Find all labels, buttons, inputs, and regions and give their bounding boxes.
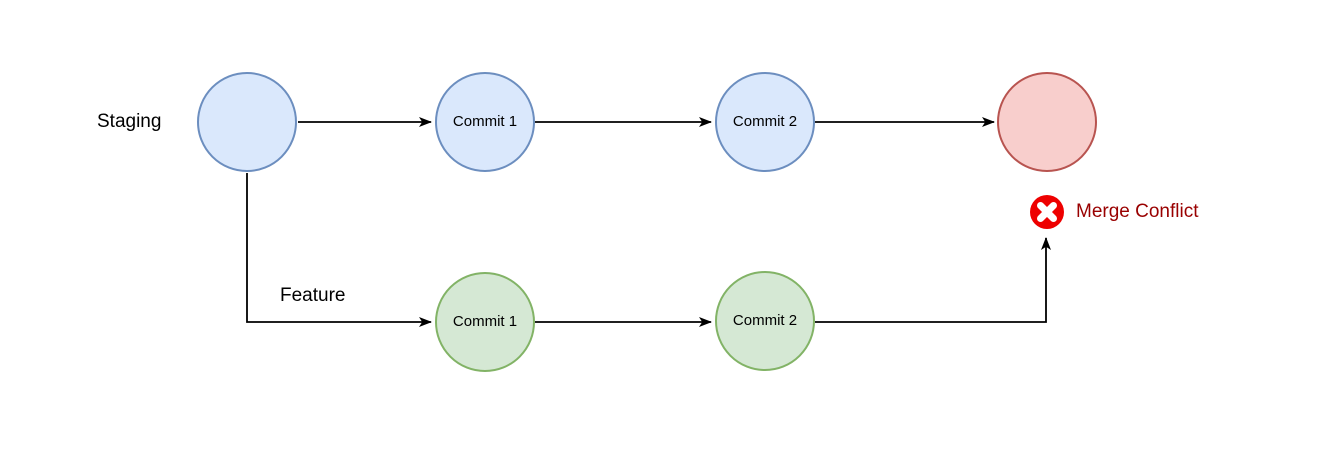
feature-commit-1-node: Commit 1 [435,272,535,372]
staging-commit-2-node: Commit 2 [715,72,815,172]
merge-conflict-annotation: Merge Conflict [1029,194,1199,230]
merge-result-node [997,72,1097,172]
edge-feature-commit2-to-conflict [815,237,1051,323]
edge-feature-branch-to-commit1 [246,173,432,327]
node-label: Commit 2 [732,311,798,329]
feature-commit-2-node: Commit 2 [715,271,815,371]
node-label: Commit 1 [452,112,518,130]
node-label: Commit 2 [732,112,798,130]
error-icon-x-glyph [1037,202,1057,222]
feature-branch-label: Feature [280,285,346,306]
staging-start-node [197,72,297,172]
staging-commit-1-node: Commit 1 [435,72,535,172]
error-x-icon [1030,195,1064,229]
merge-conflict-label: Merge Conflict [1076,201,1199,222]
node-label: Commit 1 [452,312,518,330]
staging-branch-label: Staging [97,111,162,132]
